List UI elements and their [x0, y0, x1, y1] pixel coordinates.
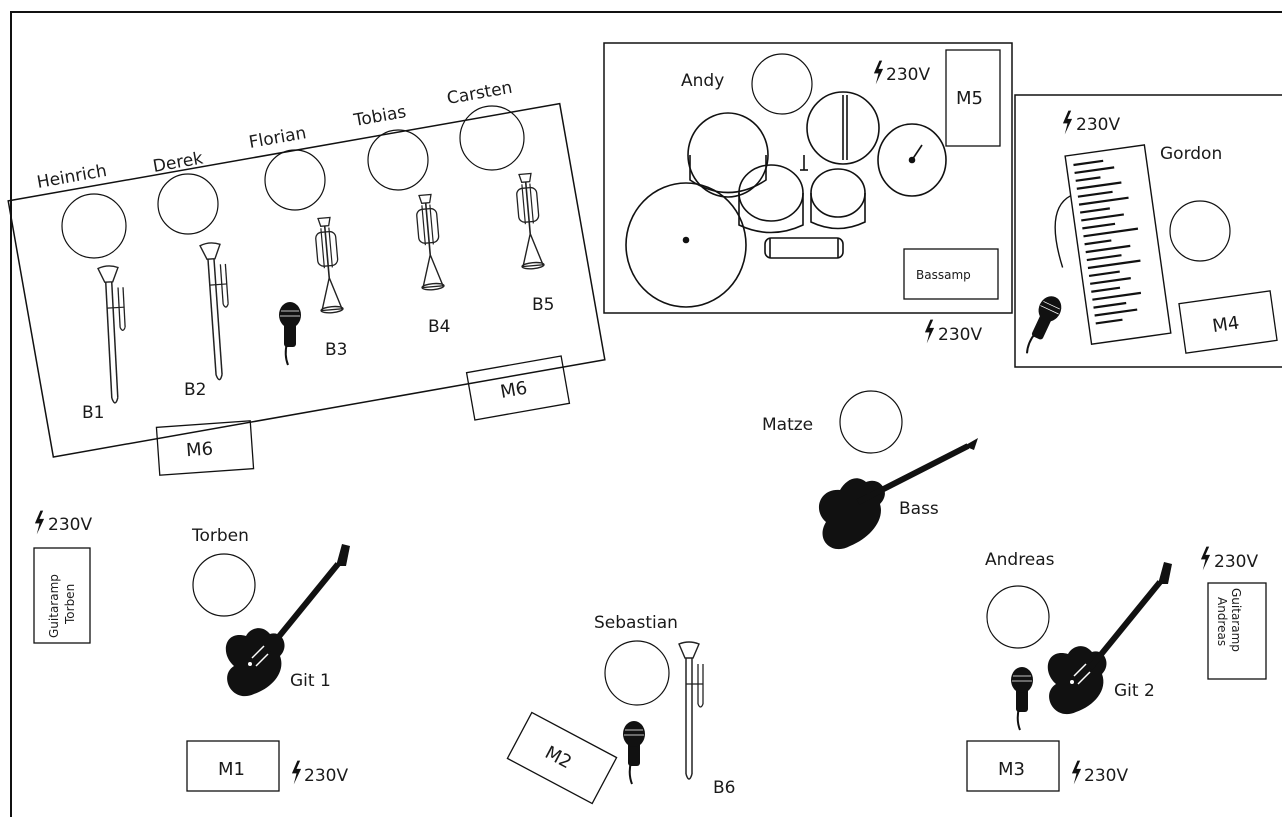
drums-power-label: 230V: [886, 65, 930, 85]
right-power-label: 230V: [1214, 552, 1258, 572]
sebastian-microphone-icon: [622, 720, 646, 785]
guitaramp-torben-line2: Torben: [63, 584, 77, 625]
b3-microphone-icon: [278, 301, 302, 366]
florian-name: Florian: [247, 123, 307, 153]
guitaramp-andreas: [1207, 582, 1267, 680]
b1-label: B1: [82, 403, 104, 423]
b3-label: B3: [325, 340, 347, 360]
heinrich-position: [61, 193, 127, 259]
svg-text:M4: M4: [1211, 313, 1241, 338]
tobias-name: Tobias: [351, 102, 407, 131]
gordon-name: Gordon: [1160, 144, 1222, 164]
guitaramp-andreas-line1: Guitaramp: [1229, 588, 1243, 652]
m3-power-icon: [1071, 760, 1082, 785]
b4-label: B4: [428, 317, 450, 337]
andreas-microphone-icon: [1010, 666, 1034, 731]
center-power-label: 230V: [938, 325, 982, 345]
b3-trumpet-icon: [312, 216, 345, 315]
center-power-icon: [924, 319, 935, 344]
svg-text:M2: M2: [541, 742, 575, 773]
keys-power-icon: [1062, 110, 1073, 135]
right-power-icon: [1200, 546, 1211, 571]
matze-name: Matze: [762, 415, 813, 435]
bass-guitar-icon: [818, 438, 978, 550]
andreas-name: Andreas: [985, 550, 1055, 570]
left-power-label: 230V: [48, 515, 92, 535]
git2-label: Git 2: [1114, 681, 1155, 701]
b2-trombone-icon: [199, 241, 235, 382]
torben-position: [192, 553, 256, 617]
m1-power-icon: [291, 760, 302, 785]
bassamp-label: Bassamp: [916, 268, 971, 282]
m5-monitor: [945, 49, 1001, 147]
b6-trombone-icon: [678, 641, 704, 780]
carsten-position: [459, 105, 525, 171]
drum-kit-icon: [625, 91, 947, 308]
keys-riser: [1014, 94, 1282, 368]
matze-position: [839, 390, 903, 454]
florian-position: [264, 149, 326, 211]
m3-power-label: 230V: [1084, 766, 1128, 786]
m4-monitor: M4: [1178, 290, 1278, 354]
m1-monitor: [186, 740, 280, 792]
svg-text:M6: M6: [499, 378, 529, 403]
derek-position: [157, 173, 219, 235]
m1-label: M1: [218, 759, 245, 780]
m6-left-monitor: M6: [155, 420, 255, 476]
left-power-icon: [34, 510, 45, 535]
keyboard-icon: [1054, 144, 1172, 346]
drums-power-icon: [873, 60, 884, 85]
drum-riser: [603, 42, 1013, 314]
m6-right-monitor: M6: [465, 355, 571, 421]
bass-label: Bass: [899, 499, 939, 519]
b6-label: B6: [713, 778, 735, 798]
git1-label: Git 1: [290, 671, 331, 691]
git1-guitar-icon: [226, 544, 350, 696]
bassamp: [903, 248, 999, 300]
m5-label: M5: [956, 88, 983, 109]
tobias-position: [367, 129, 429, 191]
m2-monitor: M2: [506, 711, 618, 805]
derek-name: Derek: [151, 148, 204, 176]
b5-label: B5: [532, 295, 554, 315]
keys-power-label: 230V: [1076, 115, 1120, 135]
torben-name: Torben: [191, 526, 249, 546]
m3-label: M3: [998, 759, 1025, 780]
guitaramp-torben-line1: Guitaramp: [47, 574, 61, 638]
b1-trombone-icon: [97, 264, 130, 405]
b5-trumpet-icon: [513, 172, 546, 271]
carsten-name: Carsten: [445, 78, 514, 109]
sebastian-name: Sebastian: [594, 613, 678, 633]
keys-microphone-icon: [1017, 291, 1067, 360]
svg-text:M6: M6: [185, 438, 213, 461]
m3-monitor: [966, 740, 1060, 792]
andy-position: [751, 53, 813, 115]
guitaramp-torben: [33, 547, 91, 644]
b4-trumpet-icon: [413, 193, 446, 292]
b2-label: B2: [184, 380, 206, 400]
stage-border: [10, 11, 1282, 817]
andy-name: Andy: [681, 71, 724, 91]
heinrich-name: Heinrich: [35, 161, 108, 193]
m1-power-label: 230V: [304, 766, 348, 786]
guitaramp-andreas-line2: Andreas: [1215, 597, 1229, 646]
sebastian-position: [604, 640, 670, 706]
gordon-position: [1169, 200, 1231, 262]
andreas-position: [986, 585, 1050, 649]
